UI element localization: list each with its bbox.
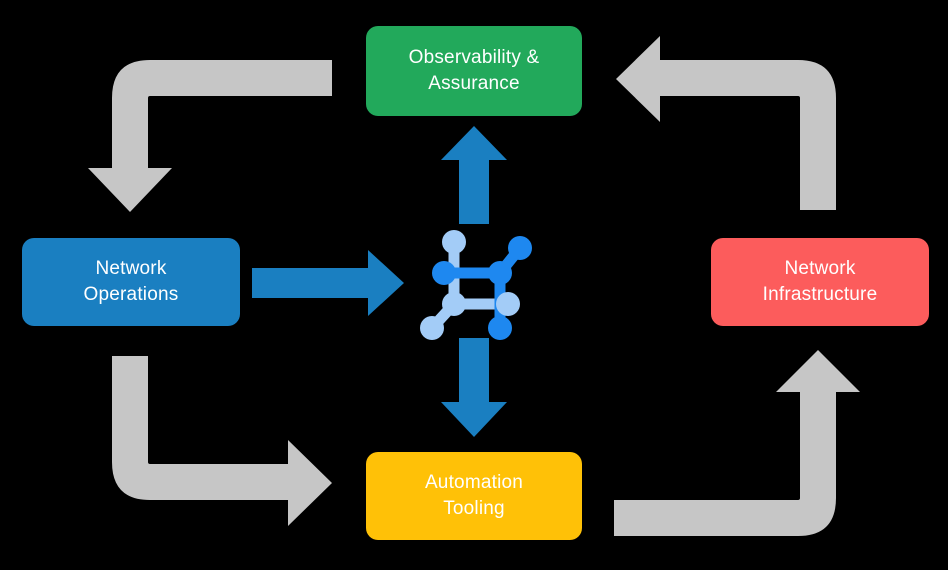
connector-operations-to-automation bbox=[112, 356, 332, 526]
connector-infrastructure-to-observability bbox=[616, 36, 836, 210]
connector-observability-to-operations bbox=[88, 60, 332, 212]
network-mesh-icon bbox=[420, 230, 532, 340]
connector-center-to-automation bbox=[441, 338, 507, 437]
connector-automation-to-infrastructure bbox=[614, 350, 860, 536]
node-automation-tooling[interactable]: Automation Tooling bbox=[366, 452, 582, 540]
node-network-infrastructure[interactable]: Network Infrastructure bbox=[711, 238, 929, 326]
node-observability-assurance[interactable]: Observability & Assurance bbox=[366, 26, 582, 116]
node-network-operations[interactable]: Network Operations bbox=[22, 238, 240, 326]
connector-operations-to-center bbox=[252, 250, 404, 316]
connector-center-to-observability bbox=[441, 126, 507, 224]
